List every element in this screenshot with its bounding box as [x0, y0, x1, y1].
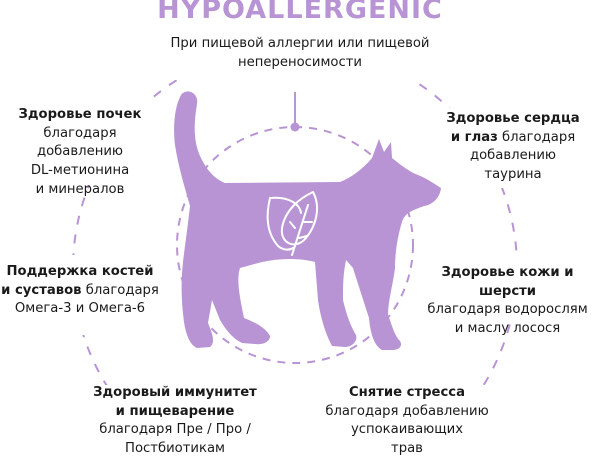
intro-text: При пищевой аллергии или пищевой неперен…	[150, 35, 450, 72]
inner-dashed-ring	[176, 126, 414, 364]
benefit-line: благодаря Пре / Про /	[99, 422, 251, 438]
benefit-line: трав	[391, 441, 423, 457]
benefit-heart: Здоровье сердца и глаз благодаря добавле…	[438, 110, 588, 185]
benefit-title: и пищеварение	[115, 403, 235, 419]
benefit-title: и глаз	[450, 129, 498, 145]
benefit-title: Снятие стресса	[348, 385, 466, 400]
benefit-immunity: Здоровый иммунитет и пищеварение благода…	[90, 384, 260, 459]
benefit-title: Здоровье кожи и шерсти	[441, 265, 574, 299]
benefit-line: благодаря водорослям	[427, 302, 588, 318]
intro-line-2: непереносимости	[238, 54, 362, 70]
benefit-line: DL-метионина	[30, 163, 130, 179]
benefit-bones: Поддержка костей и суставов благодаря Ом…	[0, 263, 160, 319]
benefit-title: Здоровье почек	[18, 107, 142, 122]
benefit-line: и маслу лосося	[454, 321, 561, 337]
leaf-icon	[266, 191, 319, 256]
cat-silhouette	[174, 91, 441, 351]
benefit-title: Здоровый иммунитет	[93, 385, 257, 400]
benefit-line: благодаря добавлению	[36, 125, 123, 160]
benefit-title: Здоровье сердца	[446, 111, 580, 126]
benefit-title: Поддержка костей	[6, 264, 154, 279]
benefit-title: и суставов	[1, 282, 82, 298]
benefit-line: благодаря	[81, 282, 159, 298]
benefit-line: успокаивающих	[350, 422, 464, 438]
benefit-skin: Здоровье кожи и шерсти благодаря водорос…	[415, 264, 600, 339]
benefit-line: добавлению	[469, 148, 556, 164]
benefit-line: Омега-3 и Омега-6	[14, 301, 146, 317]
benefit-line: благодаря	[497, 129, 576, 145]
benefit-kidneys: Здоровье почек благодаря добавлению DL-м…	[0, 106, 160, 200]
benefit-line: таурина	[484, 167, 542, 183]
benefit-line: благодаря добавлению	[325, 403, 489, 419]
benefit-line: и минералов	[35, 181, 125, 197]
benefit-line: Постбиотикам	[125, 441, 225, 457]
intro-line-1: При пищевой аллергии или пищевой	[170, 36, 430, 51]
benefit-stress: Снятие стресса благодаря добавлению успо…	[322, 384, 492, 459]
page-title: HYPOALLERGENIC	[157, 0, 443, 25]
